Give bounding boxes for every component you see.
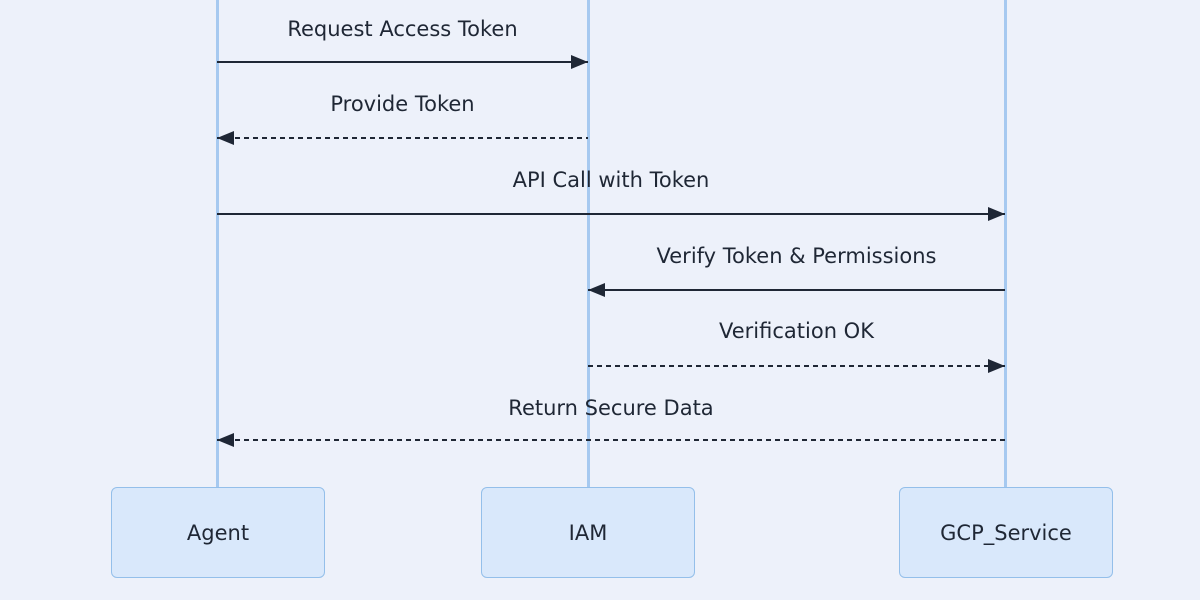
arrowhead-right-icon	[988, 359, 1005, 373]
arrowhead-left-icon	[217, 131, 234, 145]
message-label-api-call-with-token: API Call with Token	[512, 168, 710, 192]
message-arrow-return-secure-data	[217, 439, 1005, 441]
actor-label-agent: Agent	[186, 520, 250, 545]
message-arrow-verification-ok	[588, 365, 1005, 367]
message-arrow-api-call-with-token	[217, 213, 1005, 215]
message-arrow-provide-token	[217, 137, 588, 139]
message-label-verify-token-permissions: Verify Token & Permissions	[656, 244, 937, 268]
actor-label-gcp-service: GCP_Service	[940, 520, 1072, 545]
actor-label-iam: IAM	[568, 520, 608, 545]
message-label-provide-token: Provide Token	[330, 92, 475, 116]
arrowhead-right-icon	[988, 207, 1005, 221]
arrowhead-left-icon	[217, 433, 234, 447]
actor-box-gcp-service: GCP_Service	[899, 487, 1113, 578]
message-label-return-secure-data: Return Secure Data	[508, 396, 714, 420]
message-label-verification-ok: Verification OK	[719, 319, 874, 343]
arrowhead-right-icon	[571, 55, 588, 69]
message-arrow-verify-token-permissions	[588, 289, 1005, 291]
actor-box-agent: Agent	[111, 487, 325, 578]
lifeline-iam	[587, 0, 590, 488]
message-arrow-request-access-token	[217, 61, 588, 63]
lifeline-gcp-service	[1004, 0, 1007, 488]
actor-box-iam: IAM	[481, 487, 695, 578]
message-label-request-access-token: Request Access Token	[287, 17, 518, 41]
lifeline-agent	[216, 0, 219, 488]
arrowhead-left-icon	[588, 283, 605, 297]
